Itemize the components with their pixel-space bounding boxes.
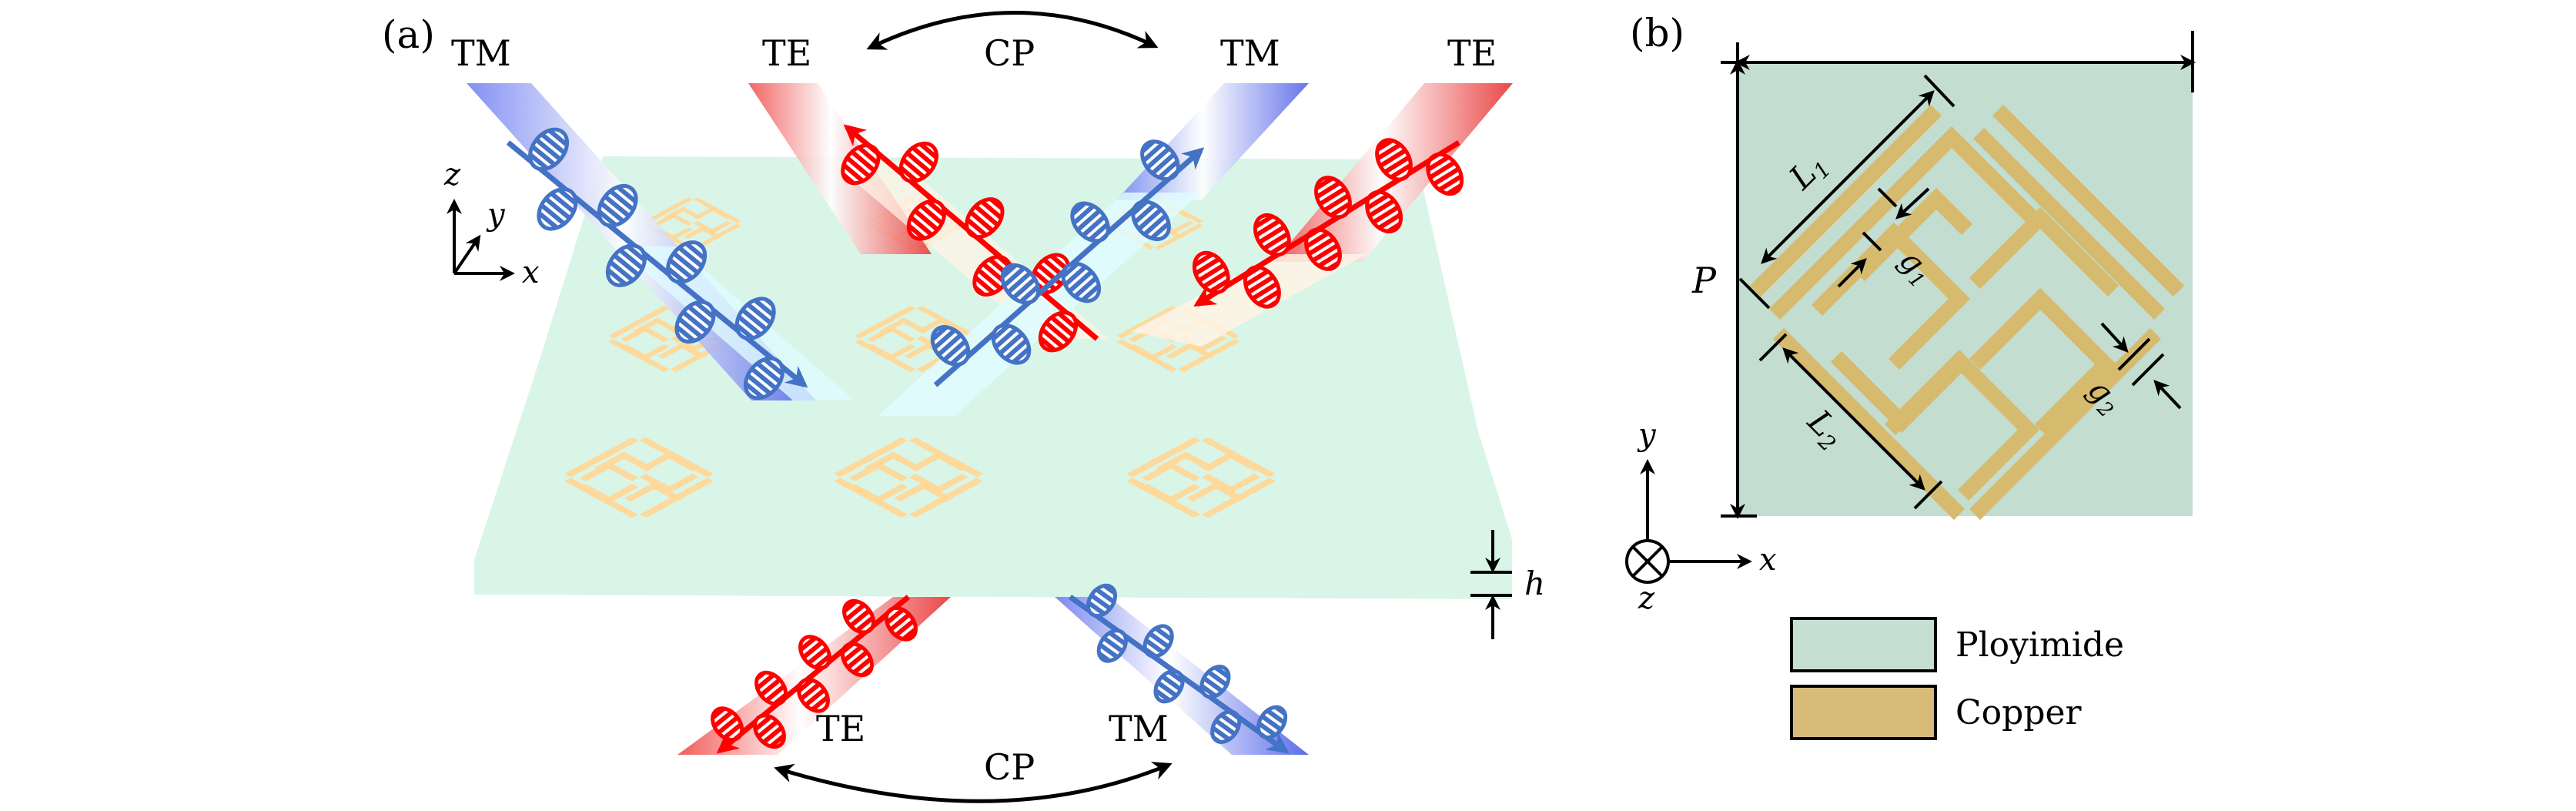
l2-dimension [1758,333,1943,510]
thickness-marker [1470,530,1512,639]
label-tm-bottom: TM [1109,708,1169,749]
label-cp-top: CP [984,32,1035,74]
legend-swatch-copper [1790,685,1937,740]
field-lobe [1365,189,1403,233]
label-tm-incident: TM [451,32,511,74]
field-lobe [1314,176,1352,220]
field-lobe [1038,310,1079,353]
field-lobe [1192,250,1230,295]
propagation-arrow [506,140,808,388]
wave-te-transmitted [711,595,918,754]
panel-b: (b) P L1 g1 [1625,11,2196,740]
field-lobe [1243,265,1281,309]
field-lobe [1086,583,1118,618]
field-lobe [1256,705,1288,739]
field-lobe [743,356,785,400]
axis-y-label-b: y [1637,417,1657,453]
label-te-bottom: TE [816,708,865,749]
z-into-page-icon [1625,539,1670,584]
legend: Ployimide Copper [1790,617,2124,740]
axes-a [447,199,515,281]
legend-label-copper: Copper [1955,693,2083,732]
l1-dimension [1738,74,1955,310]
axis-x-label-b: x [1759,542,1777,578]
cp-arc-bottom [774,762,1173,803]
axis-x-label-a: x [522,255,540,290]
period-dimension [1721,31,2196,519]
field-lobe [1061,261,1102,303]
field-lobe [537,187,578,231]
field-lobe [1140,139,1180,181]
period-label: P [1691,260,1717,301]
field-lobe [1375,138,1413,182]
legend-swatch-polyimide [1790,617,1937,672]
wave-tm-incident [506,127,808,400]
field-lobe [842,598,875,635]
cp-arc-top [866,11,1159,50]
field-lobe [528,127,570,172]
field-lobe [1131,199,1171,242]
field-lobe [841,143,881,186]
field-lobe [1070,201,1110,243]
wave-tm-transmitted [1068,583,1290,754]
wave-packets [506,124,1464,754]
copper-strip [1992,104,2185,297]
field-lobe [1000,263,1041,305]
copper-strip [1972,127,2166,320]
field-lobe [884,605,918,642]
field-lobe [906,199,947,241]
axis-z-label-b: z [1638,581,1655,616]
wave-tm-reflected [930,139,1205,387]
field-lobe [1153,669,1185,704]
wave-te-incident [1192,138,1464,309]
label-cp-bottom: CP [984,746,1035,788]
field-lobe [674,300,716,344]
axis-z-label-a: z [443,157,461,193]
field-lobe [605,243,647,287]
field-lobe [1142,624,1174,659]
field-lobe [1253,213,1291,257]
field-lobe [1096,628,1128,663]
copper-split-ring [1969,287,2117,436]
field-lobe [930,325,971,367]
field-lobe [711,706,744,742]
panel-a-label: (a) [382,12,435,57]
field-lobe [1304,227,1342,271]
field-lobe [1199,665,1231,699]
field-lobe [798,635,832,671]
field-lobe [753,713,786,749]
field-lobe [1426,152,1464,196]
label-te-incident: TE [1447,32,1497,74]
thickness-label: h [1524,565,1545,602]
label-te-reflected: TE [762,32,811,74]
field-lobe [965,197,1005,240]
field-lobe [666,240,708,284]
field-lobe [754,670,788,706]
field-lobe [991,323,1032,365]
field-lobe [898,141,938,183]
label-tm-reflected: TM [1220,32,1280,74]
legend-label-polyimide: Ployimide [1955,625,2124,665]
panel-b-label: (b) [1630,11,1684,55]
propagation-arrow [1193,140,1460,307]
panel-a: (a) [382,11,1545,803]
wave-te-reflected [841,124,1099,353]
field-lobe [840,642,874,678]
field-lobe [1210,709,1242,744]
g1-dimension [1837,187,1930,288]
propagation-arrow [716,595,911,754]
copper-split-ring [1969,206,2119,297]
axes-b [1625,459,1752,584]
field-lobe [597,183,638,228]
field-lobe [796,677,830,713]
axis-y-label-a: y [486,197,506,233]
g2-dimension [2100,322,2182,410]
field-lobe [734,297,776,340]
